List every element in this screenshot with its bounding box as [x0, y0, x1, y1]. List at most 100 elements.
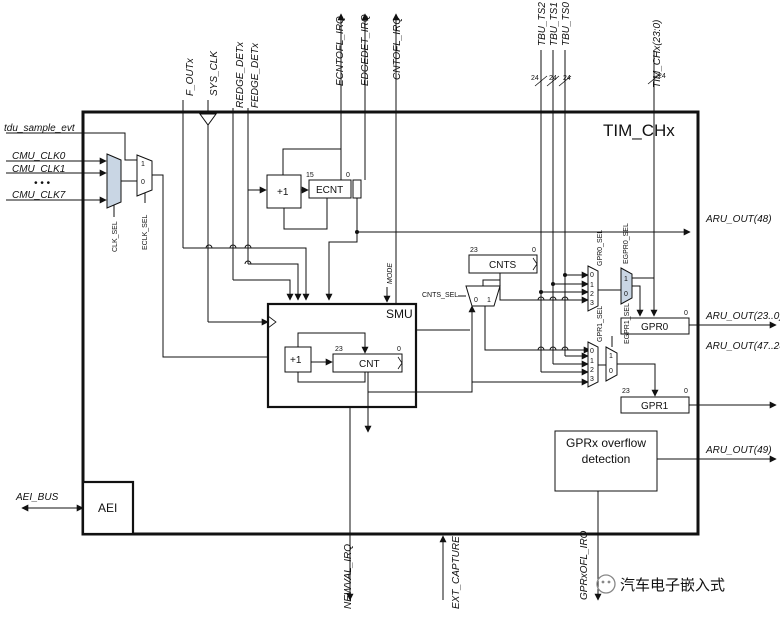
- cnts-sel-mux: [465, 285, 501, 307]
- label-tbu-ts1: TBU_TS1: [549, 2, 560, 46]
- ovf-line1: GPRx overflow: [566, 436, 646, 450]
- label-cntofl-irq: CNTOFL_IRQ: [392, 17, 403, 80]
- label-cmu-clk1: CMU_CLK1: [12, 164, 65, 175]
- cnts-bit-lo: 0: [532, 247, 536, 254]
- cnt-bit-hi: 23: [335, 346, 343, 353]
- node-ts1-gpr0: [551, 282, 555, 286]
- gpr0-sel-mux: [587, 265, 599, 312]
- cnts-bit-hi: 23: [470, 247, 478, 254]
- ecnt-label: ECNT: [316, 185, 343, 196]
- hop-9: [549, 346, 557, 351]
- wire-tdu-sample-evt: [6, 132, 137, 161]
- block-title: TIM_CHx: [603, 121, 675, 140]
- eclk-mux-in1: 1: [141, 161, 145, 168]
- gpr0-mux-in2: 2: [590, 291, 594, 298]
- label-tim-ch-input: TIM_CHx(23:0): [652, 20, 663, 88]
- aei-label: AEI: [98, 501, 117, 515]
- wire-lsb-to-smu: [325, 232, 358, 301]
- tim-ch-frame: [81, 110, 700, 536]
- label-ext-capture: EXT_CAPTURE: [451, 536, 462, 609]
- ecnt-bit-lo: 0: [346, 172, 350, 179]
- wire-cnt-feedback: [297, 372, 366, 383]
- ecnt-bit-hi: 15: [306, 172, 314, 179]
- gpr0-mux-in3: 3: [590, 300, 594, 307]
- cnt-clock: [397, 356, 403, 370]
- wire-fedge-to-smu: [248, 263, 302, 301]
- wire-cnt-to-gpr1-mux: [471, 378, 589, 392]
- ecnt-lsb: [352, 179, 362, 199]
- label-cmu-clk0: CMU_CLK0: [12, 151, 66, 162]
- node-ts2-gpr0: [539, 290, 543, 294]
- gpr1-label: GPR1: [641, 401, 669, 412]
- label-clk-sel: CLK_SEL: [112, 221, 119, 252]
- wire-cnts-to-gpr1-mux: [484, 306, 591, 354]
- watermark-text: 汽车电子嵌入式: [620, 577, 725, 594]
- label-f-out: F_OUTx: [185, 57, 196, 96]
- cnts-mux-in0: 0: [474, 297, 478, 304]
- cnt-increment-label: +1: [290, 355, 302, 366]
- egpr0-mux-in1: 1: [624, 276, 628, 283]
- hop-2: [229, 244, 237, 249]
- label-fedge-det: FEDGE_DETx: [250, 42, 261, 108]
- bus-width-ts2: 24: [531, 75, 539, 82]
- hop-7: [561, 296, 569, 301]
- egpr1-mux-in0: 0: [609, 368, 613, 375]
- label-cnts-sel: CNTS_SEL: [422, 292, 458, 299]
- wire-eclk-to-smu: [152, 174, 285, 361]
- gpr1-mux-in0: 0: [590, 348, 594, 355]
- bus-width-ts0: 24: [563, 75, 571, 82]
- label-tbu-ts2: TBU_TS2: [537, 2, 548, 46]
- wire-ecnt-feedback-bottom: [283, 198, 328, 230]
- egpr0-mux-in0: 0: [624, 291, 628, 298]
- gpr0-bit-lo: 0: [684, 310, 688, 317]
- bus-width-tim-ch: 24: [658, 73, 666, 80]
- egpr1-mux-in1: 1: [609, 353, 613, 360]
- label-sys-clk: SYS_CLK: [209, 50, 220, 96]
- bus-slash-ts2: [534, 75, 548, 87]
- wire-ecnt-feedback-top: [282, 148, 342, 183]
- wire-cnts-sel-out: [482, 273, 501, 286]
- gpr1-mux-in3: 3: [590, 376, 594, 383]
- label-gpr0-sel: GPR0_SEL: [597, 230, 604, 266]
- watermark-logo-icon: [596, 574, 616, 594]
- wire-cnt-control: [297, 332, 369, 354]
- bottom-signal-labels: NEWVAL_IRQ EXT_CAPTURE GPRxOFL_IRQ: [343, 530, 590, 609]
- cnts-mux-in1: 1: [487, 297, 491, 304]
- gprx-overflow-block: [554, 430, 658, 492]
- label-aru-out-23: ARU_OUT(23..0): [705, 311, 780, 322]
- clk-sel-mux: [106, 153, 122, 209]
- egpr1-sel-mux: [605, 346, 618, 382]
- smu-clock-input: [267, 315, 277, 329]
- cnt-bit-lo: 0: [397, 346, 401, 353]
- label-tbu-ts0: TBU_TS0: [561, 2, 572, 46]
- bus-slash-tim-ch: [647, 73, 661, 85]
- label-aei-bus: AEI_BUS: [15, 492, 59, 503]
- gpr0-mux-in1: 1: [590, 282, 594, 289]
- label-aru-out-47: ARU_OUT(47..24): [705, 341, 780, 352]
- eclk-mux-in0: 0: [141, 179, 145, 186]
- gpr0-label: GPR0: [641, 322, 669, 333]
- label-tdu-sample-evt: tdu_sample_evt: [4, 123, 76, 134]
- gpr0-mux-in0: 0: [590, 272, 594, 279]
- gpr1-bit-lo: 0: [684, 388, 688, 395]
- left-signal-labels: tdu_sample_evt CMU_CLK0 CMU_CLK1 • • • C…: [4, 123, 76, 503]
- gpr1-mux-in1: 1: [590, 358, 594, 365]
- watermark: 汽车电子嵌入式: [596, 574, 725, 594]
- hop-6: [549, 296, 557, 301]
- gpr0-register: [620, 317, 690, 335]
- top-signal-labels: F_OUTx SYS_CLK REDGE_DETx FEDGE_DETx ECN…: [185, 2, 666, 108]
- ecnt-increment-label: +1: [277, 187, 289, 198]
- eclk-sel-mux: [136, 154, 153, 197]
- wire-redge-to-smu: [233, 279, 294, 301]
- sys-clk-buffer: [199, 113, 217, 126]
- bus-slash-ts1: [546, 75, 560, 87]
- label-egpr0-sel: EGPR0_SEL: [623, 223, 630, 264]
- wire-cnts-to-gpr0-mux: [499, 273, 589, 304]
- label-eclk-sel: ECLK_SEL: [142, 214, 149, 250]
- bus-slash-ts0: [558, 75, 572, 87]
- label-egpr1-sel: EGPR1_SEL: [624, 303, 631, 344]
- egpr0-sel-mux: [620, 267, 633, 305]
- hop-4: [244, 260, 252, 265]
